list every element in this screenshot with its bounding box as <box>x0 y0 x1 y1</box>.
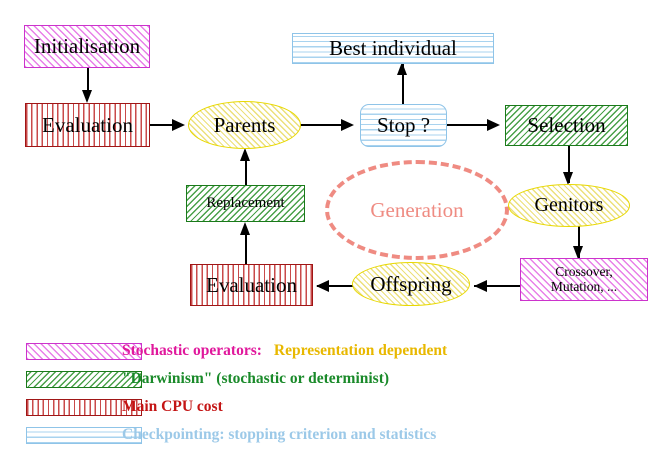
legend-row-stochastic-operators: Stochastic operators: Representation depe… <box>0 338 662 364</box>
edge-parents-to-stop <box>298 124 344 126</box>
arrowhead-stop-to-best-individual <box>396 62 407 75</box>
arrowhead-crossover-to-offspring <box>474 279 487 292</box>
edge-offspring-to-evaluation <box>317 285 359 287</box>
node-selection-label: Selection <box>527 113 606 138</box>
node-offspring[interactable]: Offspring <box>352 262 470 306</box>
node-evaluation-top[interactable]: Evaluation <box>25 103 150 147</box>
arrowhead-parents-to-stop <box>341 118 354 131</box>
edge-stop-to-selection <box>447 124 488 126</box>
legend-row-main-cpu-cost: Main CPU cost <box>0 394 662 420</box>
node-crossover-mutation[interactable]: Crossover, Mutation, ... <box>520 258 648 301</box>
node-parents-label: Parents <box>213 112 276 137</box>
arrowhead-evaluation-to-parents <box>172 118 185 131</box>
node-crossover-mutation-label-line1: Crossover, <box>555 264 613 280</box>
arrowhead-genitors-to-crossover <box>572 246 583 259</box>
node-stop[interactable]: Stop ? <box>360 104 447 147</box>
legend-label-checkpointing: Checkpointing: stopping criterion and st… <box>122 426 437 443</box>
arrowhead-offspring-to-evaluation <box>316 279 329 292</box>
node-evaluation-bottom-label: Evaluation <box>206 272 297 297</box>
node-initialisation-label: Initialisation <box>33 34 141 59</box>
arrowhead-replacement-to-parents <box>239 148 250 161</box>
node-selection[interactable]: Selection <box>505 105 628 146</box>
node-stop-label: Stop ? <box>376 113 431 138</box>
legend-label-stochastic-operators-secondary: Representation dependent <box>273 342 448 359</box>
node-replacement-label: Replacement <box>206 194 285 211</box>
legend-swatch-magenta-diagonal <box>26 342 142 360</box>
node-best-individual[interactable]: Best individual <box>292 33 494 64</box>
node-genitors-label: Genitors <box>534 194 604 216</box>
node-offspring-label: Offspring <box>370 271 452 296</box>
arrowhead-stop-to-selection <box>487 118 500 131</box>
node-crossover-mutation-label-line2: Mutation, ... <box>550 278 618 294</box>
edge-genitors-to-crossover <box>578 224 580 259</box>
legend-swatch-red-vertical <box>26 398 142 416</box>
legend-swatch-green-diagonal <box>26 370 142 388</box>
node-genitors[interactable]: Genitors <box>508 184 630 227</box>
legend-row-checkpointing: Checkpointing: stopping criterion and st… <box>0 422 662 448</box>
node-evaluation-bottom[interactable]: Evaluation <box>190 264 313 306</box>
node-replacement[interactable]: Replacement <box>186 185 305 222</box>
node-evaluation-top-label: Evaluation <box>42 112 133 137</box>
node-best-individual-label: Best individual <box>329 36 457 61</box>
edge-replacement-to-parents <box>245 157 247 187</box>
node-parents[interactable]: Parents <box>188 101 301 149</box>
node-generation-label: Generation <box>370 197 464 222</box>
arrowhead-evaluation-to-replacement <box>239 222 250 235</box>
edge-evaluation-to-parents <box>150 124 175 126</box>
edge-initialisation-to-evaluation <box>87 68 89 92</box>
arrowhead-selection-to-genitors <box>562 172 573 185</box>
legend-label-main-cpu-cost: Main CPU cost <box>122 398 223 415</box>
edge-crossover-to-offspring <box>474 285 522 287</box>
legend-swatch-blue-horizontal <box>26 426 142 444</box>
legend-label-stochastic-operators: Stochastic operators: Representation depe… <box>122 342 447 360</box>
node-generation: Generation <box>325 160 509 260</box>
legend-label-darwinism: "Darwinism" (stochastic or determinist) <box>122 370 390 387</box>
legend-row-darwinism: "Darwinism" (stochastic or determinist) <box>0 366 662 392</box>
legend-label-stochastic-operators-primary: Stochastic operators: <box>122 342 262 359</box>
edge-stop-to-best-individual <box>402 63 404 105</box>
edge-evaluation-to-replacement <box>245 230 247 266</box>
node-initialisation[interactable]: Initialisation <box>24 25 150 68</box>
arrowhead-initialisation-to-evaluation <box>81 90 92 103</box>
edge-selection-to-genitors <box>568 146 570 183</box>
